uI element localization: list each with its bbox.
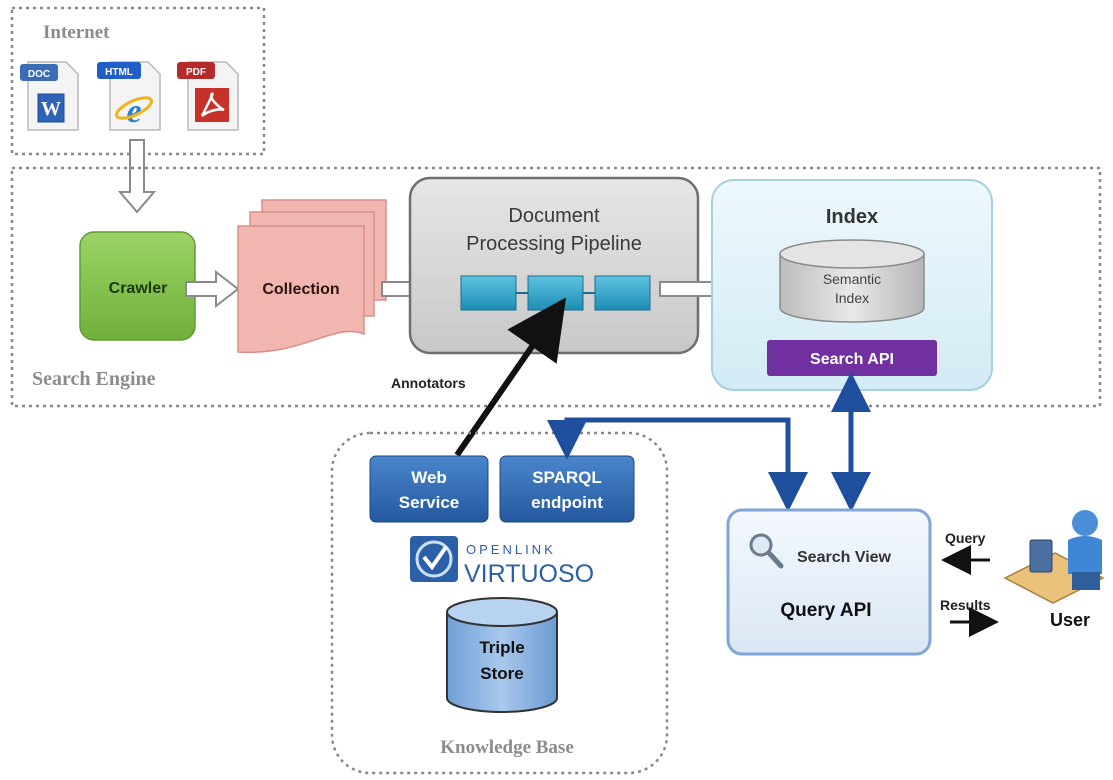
crawler-to-collection-arrow — [185, 269, 240, 309]
user-label: User — [1050, 610, 1090, 630]
logo-virtuoso: VIRTUOSO — [464, 560, 594, 588]
pdf-badge: PDF — [186, 67, 206, 78]
logo-openlink: OPENLINK — [466, 542, 556, 557]
results-label: Results — [940, 597, 991, 613]
semantic-index-cylinder: Semantic Index — [779, 239, 925, 323]
web-service-line1: Web — [411, 468, 447, 487]
pipeline-title-line1: Document — [508, 205, 600, 227]
crawler-label: Crawler — [109, 280, 168, 297]
knowledge-base-title: Knowledge Base — [440, 737, 574, 758]
doc-glyph: W — [41, 98, 61, 120]
html-badge: HTML — [105, 67, 133, 78]
internet-border — [10, 6, 266, 156]
user-at-desk-icon — [1003, 510, 1105, 604]
pipeline-box: Document Processing Pipeline — [408, 176, 700, 355]
sparql-line2: endpoint — [531, 493, 603, 512]
sparql-line1: SPARQL — [532, 468, 602, 487]
web-service-line2: Service — [399, 493, 460, 512]
pipeline-stage-2 — [527, 275, 584, 311]
collection-label: Collection — [262, 281, 339, 298]
doc-badge: DOC — [28, 69, 50, 80]
annotators-label: Annotators — [391, 375, 466, 391]
pdf-file-icon: PDF — [177, 61, 239, 131]
annotators-arrow — [454, 297, 567, 457]
triple-store-line1: Triple — [479, 638, 524, 657]
collection-stack: Collection — [237, 199, 387, 354]
triple-store-cylinder: Triple Store — [446, 597, 558, 713]
pipeline-stage-1 — [460, 275, 517, 311]
query-api-label: Query API — [780, 600, 871, 621]
virtuoso-logo: OPENLINK VIRTUOSO — [410, 536, 594, 588]
search-view-label: Search View — [797, 549, 892, 566]
knowledge-base-border — [330, 431, 669, 775]
pipeline-title-line2: Processing Pipeline — [466, 233, 642, 255]
triple-store-line2: Store — [480, 664, 523, 683]
index-title: Index — [826, 206, 878, 228]
semantic-index-line1: Semantic — [823, 271, 881, 287]
doc-file-icon: DOC W — [20, 61, 79, 131]
magnifier-icon — [749, 533, 784, 569]
index-box: Index Semantic Index Search API — [711, 179, 993, 391]
search-engine-border — [10, 166, 1102, 408]
pipeline-stage-3 — [594, 275, 651, 311]
internet-title: Internet — [43, 22, 110, 43]
search-engine-title: Search Engine — [32, 368, 156, 390]
semantic-index-line2: Index — [835, 290, 869, 306]
internet-group: Internet DOC W HTML e PDF — [10, 6, 266, 156]
search-api-label: Search API — [810, 351, 894, 368]
sparql-endpoint-box — [499, 455, 635, 523]
query-label: Query — [945, 530, 986, 546]
search-api-box — [767, 340, 937, 376]
crawler-box: Crawler — [79, 231, 196, 341]
query-api-panel: Search View Query API — [726, 508, 932, 656]
html-file-icon: HTML e — [97, 61, 161, 131]
web-service-box — [369, 455, 489, 523]
knowledge-base-group: Knowledge Base Web Service SPARQL endpoi… — [330, 431, 669, 775]
internet-to-crawler-arrow — [117, 139, 157, 214]
